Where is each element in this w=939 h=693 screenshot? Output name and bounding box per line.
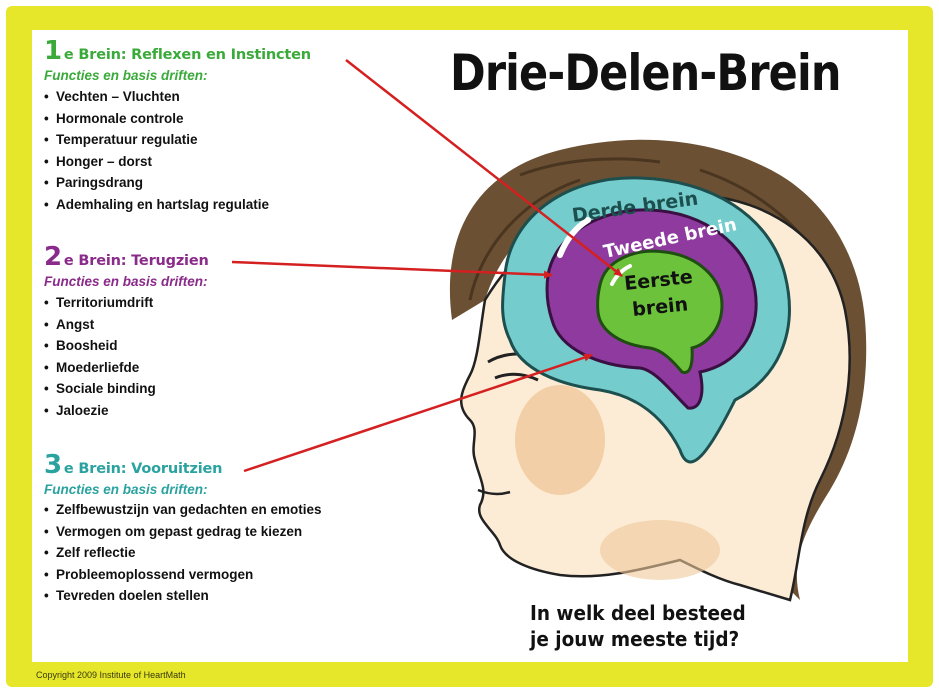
- list-item: Ademhaling en hartslag regulatie: [44, 194, 344, 216]
- eye-shape: [494, 372, 539, 382]
- question-line-2: je jouw meeste tijd?: [530, 627, 740, 651]
- list-item: Zelf reflectie: [44, 543, 344, 563]
- list-item: Temperatuur regulatie: [44, 129, 344, 151]
- list-item: Probleemoplossend vermogen: [44, 565, 344, 585]
- list-item: Boosheid: [44, 335, 344, 357]
- neck-shading: [600, 520, 720, 580]
- list-item: Moederliefde: [44, 357, 344, 379]
- section-title: e Brein: Terugzien: [63, 253, 209, 269]
- list-item: Paringsdrang: [44, 172, 344, 194]
- arrow-third-brain: [243, 353, 593, 473]
- function-list: Zelfbewustzijn van gedachten en emoties …: [44, 500, 344, 606]
- list-item: Vermogen om gepast gedrag te kiezen: [44, 522, 344, 542]
- cheek-shading: [515, 385, 605, 495]
- list-item: Vechten – Vluchten: [44, 86, 344, 108]
- list-item: Honger – dorst: [44, 151, 344, 173]
- section-number: 3: [44, 450, 62, 480]
- section-title: e Brein: Vooruitzien: [63, 461, 223, 477]
- list-item: Tevreden doelen stellen: [44, 586, 344, 606]
- list-item: Hormonale controle: [44, 108, 344, 130]
- page-title: Drie-Delen-Brein: [450, 44, 841, 102]
- section-title: e Brein: Reflexen en Instincten: [63, 47, 311, 63]
- question-line-1: In welk deel besteed: [530, 601, 746, 625]
- mouth-shape: [477, 488, 511, 496]
- list-item: Sociale binding: [44, 378, 344, 400]
- arrow-first-brain: [345, 59, 623, 277]
- list-item: Zelfbewustzijn van gedachten en emoties: [44, 500, 344, 520]
- copyright-text: Copyright 2009 Institute of HeartMath: [36, 670, 186, 680]
- list-item: Jaloezie: [44, 400, 344, 422]
- section-subtitle: Functies en basis driften:: [44, 274, 208, 289]
- function-list: Vechten – Vluchten Hormonale controle Te…: [44, 86, 344, 215]
- list-item: Angst: [44, 314, 344, 336]
- section-subtitle: Functies en basis driften:: [44, 482, 208, 497]
- arrow-second-brain: [231, 260, 553, 279]
- list-item: Territoriumdrift: [44, 292, 344, 314]
- section-number: 1: [44, 36, 62, 66]
- section-subtitle: Functies en basis driften:: [44, 68, 208, 83]
- inner-brain-shape: [596, 249, 724, 375]
- section-number: 2: [44, 242, 62, 272]
- question-text: In welk deel besteed je jouw meeste tijd…: [530, 600, 746, 652]
- function-list: Territoriumdrift Angst Boosheid Moederli…: [44, 292, 344, 421]
- hair-strands: [468, 157, 843, 481]
